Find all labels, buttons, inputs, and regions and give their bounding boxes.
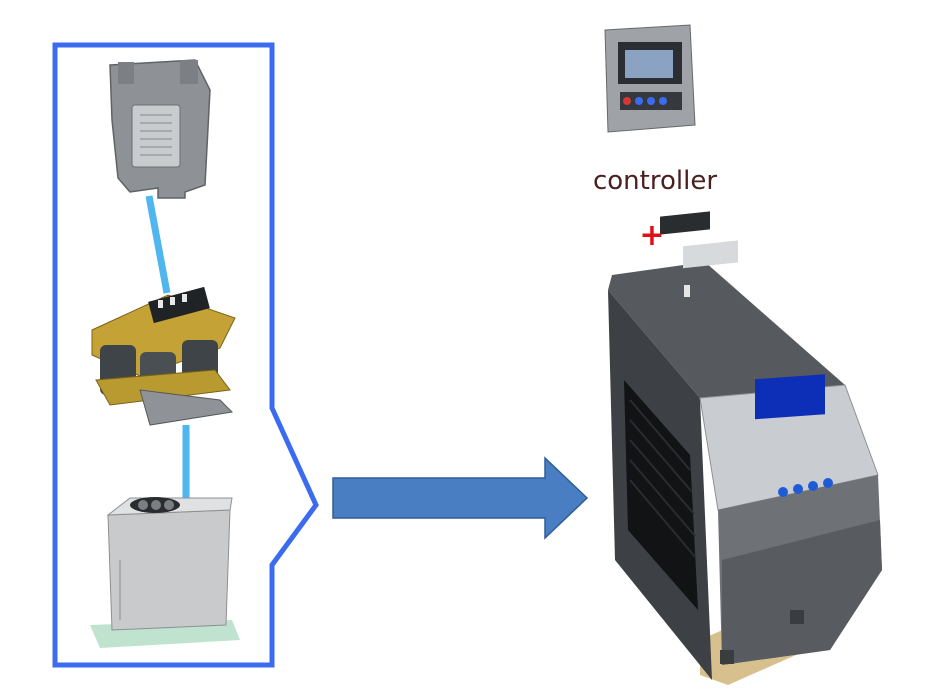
controller-unit-image	[604, 24, 696, 133]
connector-top	[145, 195, 171, 294]
component-group-outline	[52, 42, 319, 668]
capacitor-image	[90, 497, 240, 648]
integrated-cabinet-image	[608, 211, 882, 685]
plus-sign: +	[639, 218, 665, 253]
current-transformer-image	[109, 59, 211, 199]
controller-label: controller	[592, 166, 718, 196]
flow-arrow	[332, 456, 589, 540]
reactor-image	[91, 286, 236, 426]
